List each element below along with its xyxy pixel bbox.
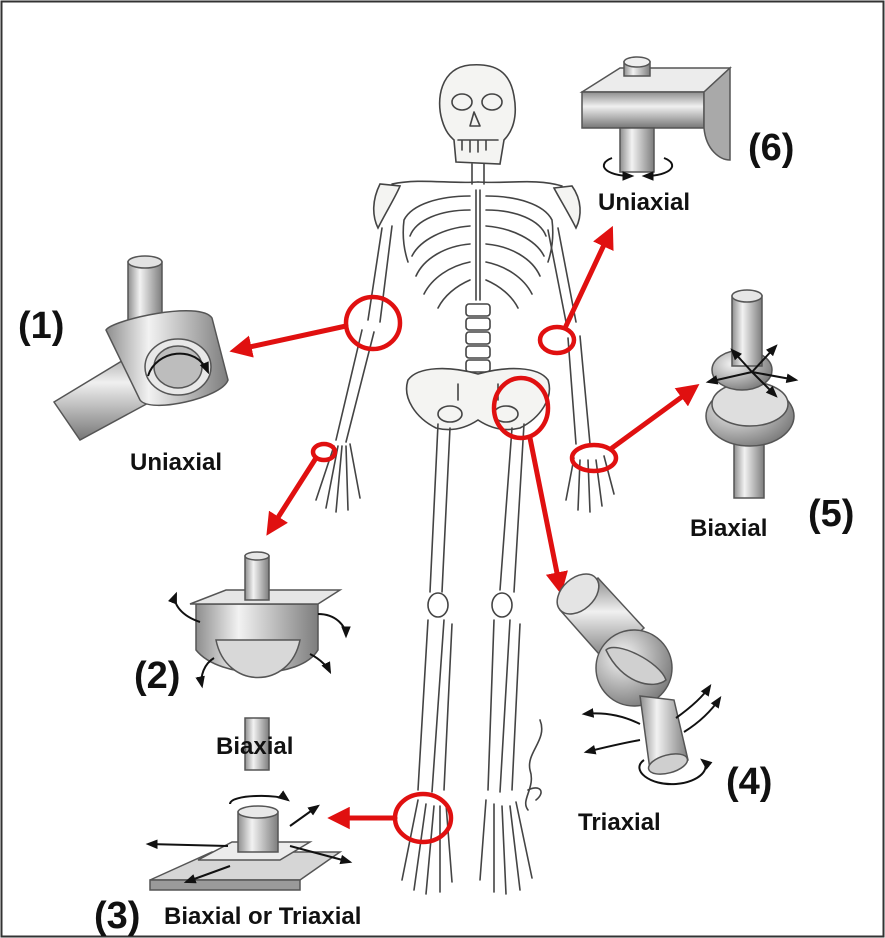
joint-5-number: (5) [808,493,854,535]
joint-3-axis-label: Biaxial or Triaxial [164,903,361,930]
ball-socket-joint-model [549,566,720,784]
joint-2-number: (2) [134,655,180,697]
ankle-ring [395,794,451,842]
hinge-joint-model [54,256,228,440]
pointer-arrows [236,232,694,818]
joint-1-number: (1) [18,305,64,347]
plane-joint-model [148,796,350,890]
elbow-ring [346,297,400,349]
joint-labels: (1) Uniaxial (2) Biaxial (3) Biaxial or … [18,127,854,937]
arrow-to-joint-5 [612,388,694,448]
joint-5-axis-label: Biaxial [690,515,767,542]
joint-6-number: (6) [748,127,794,169]
joint-3-number: (3) [94,895,140,937]
arrow-to-joint-1 [236,326,346,350]
wrist-ring [572,445,616,471]
pivot-joint-model [582,57,730,176]
joint-2-axis-label: Biaxial [216,733,293,760]
arrow-to-joint-4 [530,438,560,588]
joint-1-axis-label: Uniaxial [130,449,222,476]
skeleton-illustration [316,65,614,894]
joint-4-number: (4) [726,761,772,803]
joint-4-axis-label: Triaxial [578,809,661,836]
condyloid-joint-model [706,290,796,498]
arrow-to-joint-6 [566,232,610,326]
joint-6-axis-label: Uniaxial [598,189,690,216]
arrow-to-joint-2 [270,458,316,530]
